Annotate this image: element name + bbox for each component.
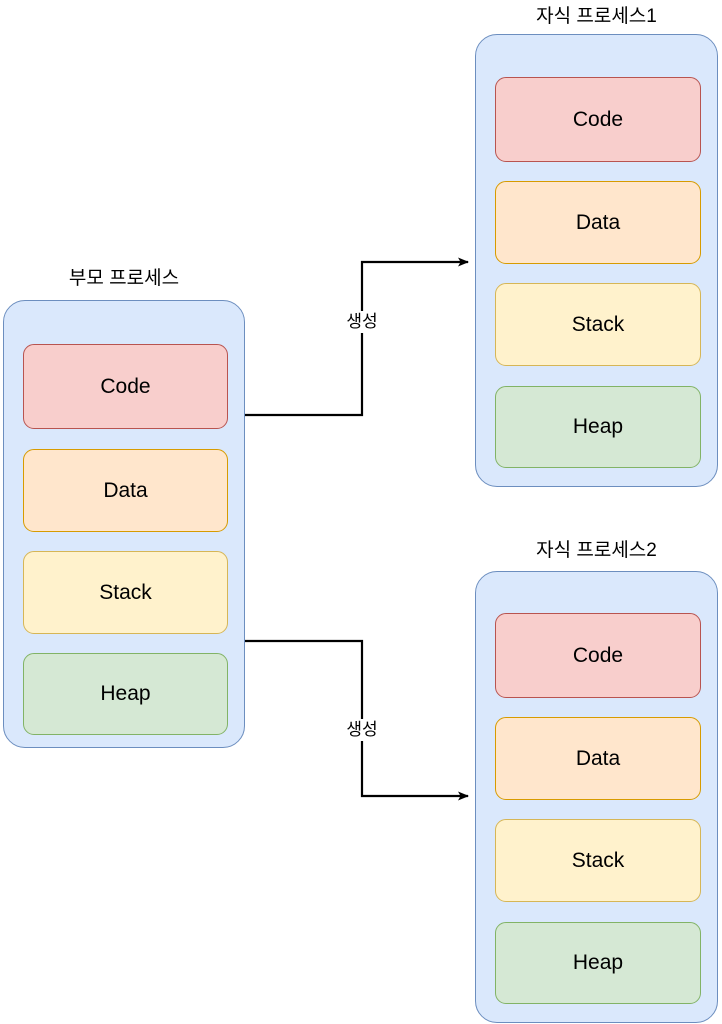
parent-segment-heap[interactable]: Heap	[23, 653, 228, 735]
child-2-segment-data[interactable]: Data	[495, 717, 701, 800]
parent-segment-code[interactable]: Code	[23, 344, 228, 429]
parent-segment-data[interactable]: Data	[23, 449, 228, 532]
parent-segment-stack[interactable]: Stack	[23, 551, 228, 634]
child-2-segment-code[interactable]: Code	[495, 613, 701, 698]
child-1-segment-heap[interactable]: Heap	[495, 386, 701, 468]
child-1-segment-data[interactable]: Data	[495, 181, 701, 264]
child-process-1-title: 자식 프로세스1	[536, 6, 657, 27]
child-1-segment-code[interactable]: Code	[495, 77, 701, 162]
edge-label-create-1: 생성	[342, 311, 382, 333]
parent-process-container[interactable]: Code Data Stack Heap	[3, 300, 245, 748]
child-process-1-container[interactable]: Code Data Stack Heap	[475, 34, 718, 487]
edge-label-create-2: 생성	[342, 719, 382, 741]
child-2-segment-heap[interactable]: Heap	[495, 922, 701, 1004]
parent-process-title: 부모 프로세스	[68, 268, 180, 289]
child-process-2-title: 자식 프로세스2	[536, 540, 657, 561]
child-1-segment-stack[interactable]: Stack	[495, 283, 701, 366]
child-process-2-container[interactable]: Code Data Stack Heap	[475, 571, 718, 1023]
child-2-segment-stack[interactable]: Stack	[495, 819, 701, 902]
arrow-parent-to-child-1	[245, 257, 469, 417]
